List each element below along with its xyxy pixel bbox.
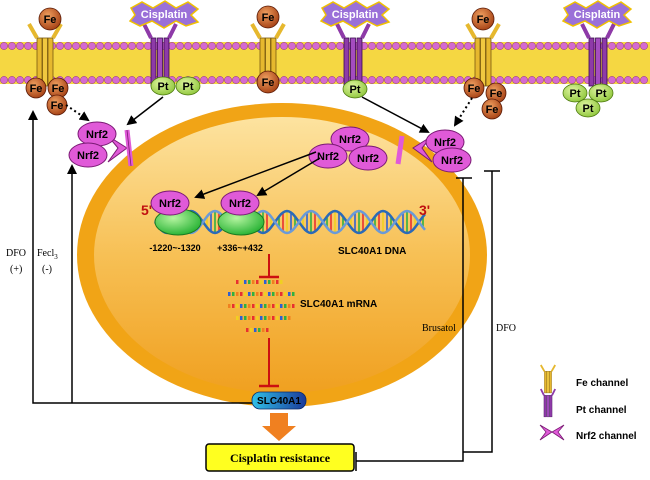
transcription-indicator	[259, 254, 279, 279]
pt-ion-label: Pt	[583, 103, 594, 115]
pt-ion-cluster-right: Pt Pt Pt	[562, 83, 614, 118]
pt-ion-label: Pt	[183, 81, 194, 93]
dna-label: SLC40A1 DNA	[338, 246, 406, 257]
cisplatin-resistance-box: Cisplatin resistance	[205, 443, 355, 472]
orange-down-arrow	[262, 413, 296, 441]
three-prime-label: 3'	[419, 202, 430, 218]
legend-label: Nrf2 channel	[576, 431, 637, 442]
nrf2-nucleus-2: Nrf2	[308, 143, 348, 169]
nrf2-right-top: Nrf2	[425, 129, 465, 155]
cisplatin-label: Cisplatin	[574, 9, 621, 21]
legend-label: Fe channel	[576, 378, 628, 389]
pt-ion-label: Pt	[596, 88, 607, 100]
brusatol-label: Brusatol	[422, 323, 456, 334]
nrf2-dna-complex-site2: Nrf2	[217, 190, 265, 236]
fe-channel-icon	[539, 364, 557, 394]
nrf2-label: Nrf2	[317, 151, 339, 163]
legend-label: Pt channel	[576, 405, 627, 416]
cisplatin-badge-3: Cisplatin	[561, 0, 633, 29]
nrf2-label: Nrf2	[441, 155, 463, 167]
dfo-left-sign: (+)	[10, 264, 22, 275]
fe-ion-label: Fe	[468, 83, 481, 95]
pathway-arrows	[28, 96, 500, 471]
fe-ion-label: Fe	[486, 104, 499, 116]
resistance-label: Cisplatin resistance	[230, 451, 331, 465]
fe-ion-label: Fe	[52, 83, 65, 95]
mrna-label: SLC40A1 mRNA	[300, 299, 377, 310]
binding-site-1-label: -1220~-1320	[149, 243, 200, 253]
slc40a1-protein: SLC40A1	[251, 391, 307, 410]
legend-item-nrf2: Nrf2 channel	[539, 424, 637, 442]
nrf2-label: Nrf2	[229, 198, 251, 210]
protein-label: SLC40A1	[257, 396, 301, 407]
pt-channel-icon	[539, 388, 557, 418]
five-prime-label: 5'	[141, 202, 152, 218]
fe-cluster-left: Fe Fe Fe	[25, 77, 69, 116]
fe-ion-top-1: Fe	[38, 7, 62, 31]
fe-ion-label: Fe	[262, 77, 275, 89]
nrf2-label: Nrf2	[434, 137, 456, 149]
fe-ion-label: Fe	[44, 14, 57, 26]
fe-ion-label: Fe	[262, 12, 275, 24]
dfo-left-label: DFO	[6, 248, 26, 259]
nrf2-dna-complex-site1: Nrf2	[150, 190, 202, 236]
fe-ion-in-channel: Fe	[256, 70, 280, 94]
fe-ion-label: Fe	[30, 83, 43, 95]
fecl3-label: Fecl3	[37, 248, 58, 261]
nrf2-nucleus-1: Nrf2	[330, 126, 370, 152]
nrf2-label: Nrf2	[86, 129, 108, 141]
cisplatin-badge-1: Cisplatin	[128, 0, 200, 29]
pt-ion-label: Pt	[570, 88, 581, 100]
nrf2-right-bottom: Nrf2	[432, 147, 472, 173]
fe-ion-label: Fe	[477, 14, 490, 26]
dfo-right-label: DFO	[496, 323, 516, 334]
slc40a1-mrna	[228, 280, 295, 332]
nrf2-label: Nrf2	[159, 198, 181, 210]
binding-site-2-label: +336~+432	[217, 243, 263, 253]
nrf2-label: Nrf2	[77, 150, 99, 162]
pt-ion-label: Pt	[350, 84, 361, 96]
cisplatin-badge-2: Cisplatin	[319, 0, 391, 29]
nrf2-channel-icon	[539, 424, 565, 441]
nrf2-channel-right	[395, 135, 433, 165]
fe-ion-top-2: Fe	[256, 5, 280, 29]
cell-membrane	[0, 42, 650, 84]
nrf2-nucleus-3: Nrf2	[348, 145, 388, 171]
fe-ion-top-3: Fe	[471, 7, 495, 31]
nrf2-label: Nrf2	[357, 153, 379, 165]
nucleus-interior	[94, 117, 470, 393]
pt-ion-pair-left: Pt Pt	[150, 76, 201, 96]
nrf2-left-top: Nrf2	[77, 121, 117, 147]
fecl3-sign: (-)	[42, 264, 52, 275]
nrf2-channel-left	[107, 129, 134, 167]
translation-indicator	[259, 338, 279, 388]
cisplatin-label: Cisplatin	[141, 9, 188, 21]
legend: Fe channel Pt channel Nrf2 channel	[539, 364, 637, 442]
nrf2-label: Nrf2	[339, 134, 361, 146]
fe-ion-label: Fe	[51, 100, 64, 112]
nrf2-left-bottom: Nrf2	[68, 142, 108, 168]
legend-item-fe: Fe channel	[539, 364, 628, 394]
fe-ion-label: Fe	[490, 88, 503, 100]
pt-ion-middle: Pt	[342, 79, 368, 99]
legend-item-pt: Pt channel	[539, 388, 627, 418]
fe-cluster-right: Fe Fe Fe	[463, 77, 507, 120]
cisplatin-label: Cisplatin	[332, 9, 379, 21]
pt-ion-label: Pt	[158, 81, 169, 93]
